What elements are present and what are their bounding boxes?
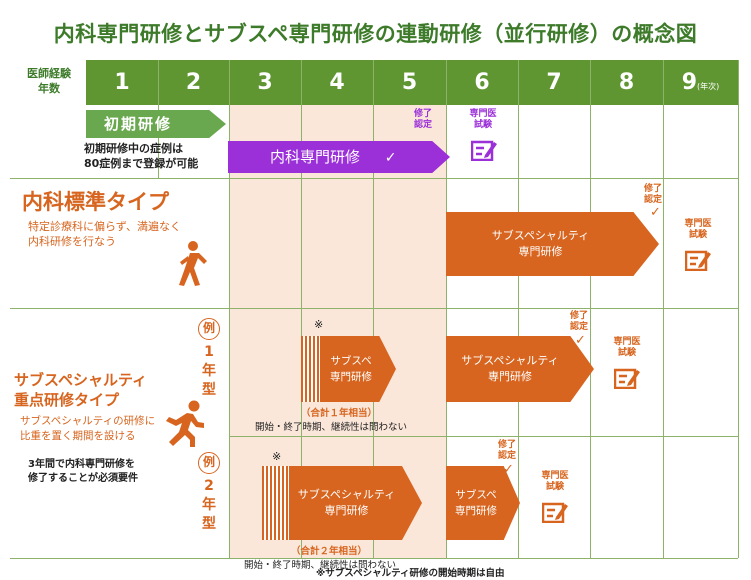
exam-icon xyxy=(471,140,497,161)
naika-training-arrow: 内科専門研修 ✓ xyxy=(228,141,450,173)
grid-line xyxy=(663,60,664,558)
grid-line xyxy=(590,60,591,558)
year-9: 9(年次) xyxy=(681,70,720,95)
year-8: 8 xyxy=(618,70,635,95)
year-axis-label: 医師経験 年数 xyxy=(27,67,71,95)
row-divider xyxy=(10,308,738,309)
grid-line xyxy=(518,60,519,558)
two-year-condition: 開始・終了時期、継続性は問わない xyxy=(244,560,397,571)
year-5: 5 xyxy=(401,70,418,95)
one-year-type-label: 例 1 年 型 xyxy=(196,318,222,400)
row-divider xyxy=(10,558,738,559)
year-unit: (年次) xyxy=(697,82,720,91)
running-person-icon xyxy=(166,400,204,447)
grid-line xyxy=(446,60,447,558)
check-icon: ✓ xyxy=(650,205,661,220)
page-title: 内科専門研修とサブスペ専門研修の連動研修（並行研修）の概念図 xyxy=(53,22,698,46)
asterisk-mark: ※ xyxy=(272,450,282,463)
standard-type-description: 特定診療科に偏らず、満遍なく 内科研修を行なう xyxy=(28,220,182,248)
short-subspecialty-arrow-1yr: サブスペ 専門研修 xyxy=(320,336,396,402)
walking-person-icon xyxy=(179,241,207,286)
exam-icon xyxy=(542,502,568,523)
standard-type-title: 内科標準タイプ xyxy=(22,190,169,214)
focus-type-description: サブスペシャルティの研修に 比重を置く期間を設ける xyxy=(20,415,156,442)
one-year-total: （合計１年相当） xyxy=(301,408,378,419)
short-subspecialty-arrow-2yr: サブスペ 専門研修 xyxy=(446,466,520,540)
exam-label: 専門医 試験 xyxy=(469,109,497,130)
completion-label: 修了 認定 xyxy=(497,440,516,461)
striped-start-marker xyxy=(301,336,321,402)
one-year-condition: 開始・終了時期、継続性は問わない xyxy=(255,422,408,433)
grid-line xyxy=(229,60,230,558)
two-year-total: （合計２年相当） xyxy=(291,546,368,557)
exam-icon xyxy=(685,250,711,271)
footnote: ※サブスペシャルティ研修の開始時期は自由 xyxy=(316,568,505,579)
initial-training-arrow: 初期研修 xyxy=(86,110,226,138)
exam-label: 専門医 試験 xyxy=(613,337,641,358)
year-header-bar xyxy=(86,60,738,105)
exam-label: 専門医 試験 xyxy=(684,219,712,240)
row-divider xyxy=(229,436,738,437)
check-icon: ✓ xyxy=(384,150,397,166)
two-year-type-label: 例 2 年 型 xyxy=(196,452,222,534)
year-1: 1 xyxy=(114,70,130,95)
subspecialty-training-arrow-2yr: サブスペシャルティ 専門研修 xyxy=(289,466,422,540)
focus-type-requirement: 3年間で内科専門研修を 修了することが必須要件 xyxy=(28,459,138,484)
focus-type-title: サブスペシャルティ 重点研修タイプ xyxy=(14,371,148,409)
check-icon: ✓ xyxy=(503,462,514,477)
year-6: 6 xyxy=(474,70,490,95)
exam-label: 専門医 試験 xyxy=(541,471,569,492)
completion-label: 修了 認定 xyxy=(569,311,588,332)
completion-label: 修了 認定 xyxy=(643,184,662,205)
grid-line xyxy=(301,60,302,558)
year-2: 2 xyxy=(185,70,202,95)
initial-training-note: 初期研修中の症例は 80症例まで登録が可能 xyxy=(84,142,199,170)
striped-start-marker xyxy=(262,466,290,540)
year-7: 7 xyxy=(546,70,562,95)
exam-icon xyxy=(614,368,640,389)
subspecialty-training-arrow-1yr: サブスペシャルティ 専門研修 xyxy=(446,336,594,402)
asterisk-mark: ※ xyxy=(314,318,324,331)
row-divider xyxy=(10,178,738,179)
check-icon: ✓ xyxy=(575,333,586,348)
completion-label: 修了 認定 xyxy=(413,109,432,130)
year-3: 3 xyxy=(257,70,273,95)
year-4: 4 xyxy=(329,70,345,95)
subspecialty-training-arrow-standard: サブスペシャルティ 専門研修 xyxy=(446,212,659,276)
grid-line xyxy=(738,60,739,558)
grid-line xyxy=(373,60,374,558)
